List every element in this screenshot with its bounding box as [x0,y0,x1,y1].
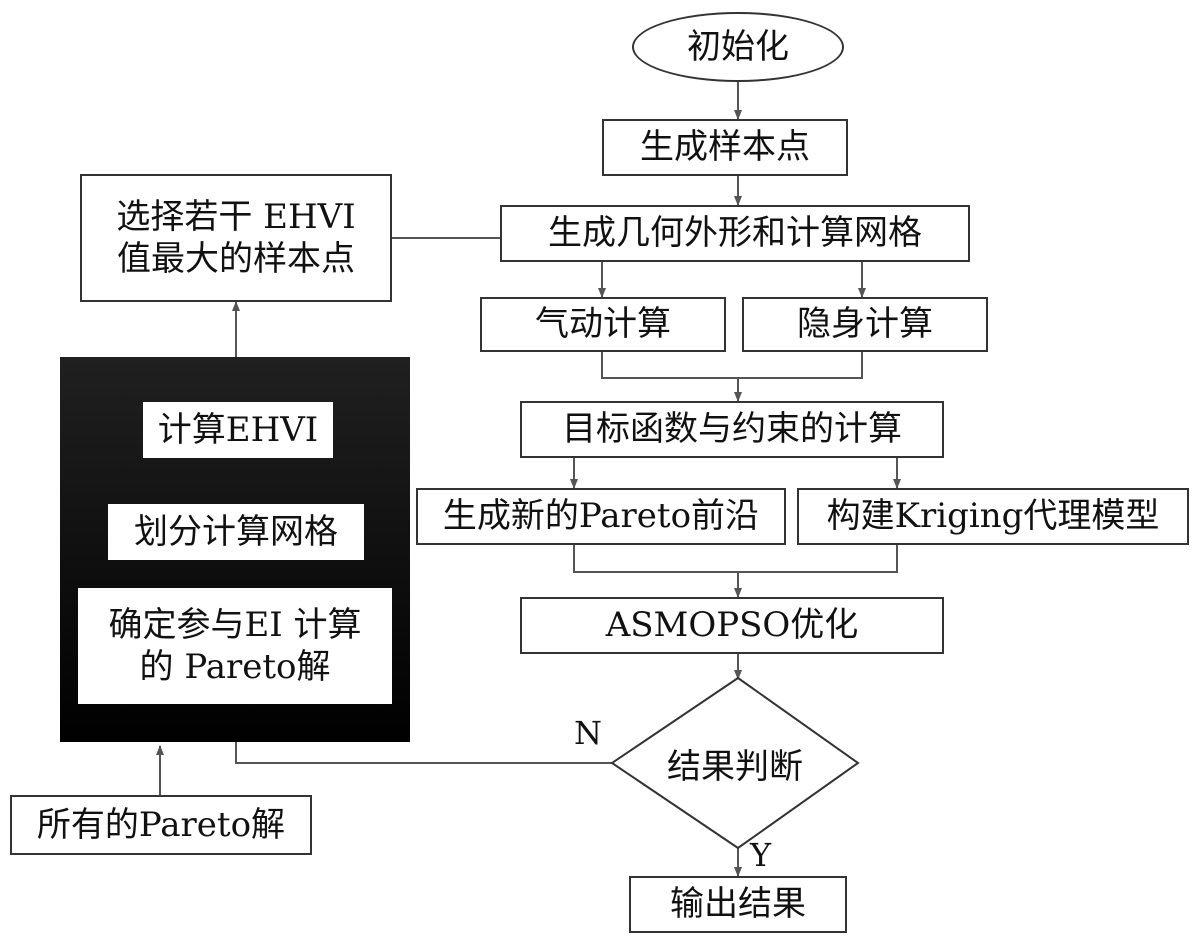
merge-aero-stealth [601,352,863,379]
generate-geometry-mesh-box: 生成几何外形和计算网格 [500,205,970,262]
aero-calc-box: 气动计算 [480,297,726,352]
result-judge-diamond: 结果判断 [667,746,803,787]
diamond-shape [610,676,860,850]
merge-pareto-kriging [573,545,898,573]
compute-ehvi-box: 计算EHVI [143,402,333,458]
all-pareto-box: 所有的Pareto解 [10,795,312,855]
determine-pareto-line2: 的 Pareto解 [139,647,331,687]
label-yes: Y [750,836,772,874]
new-pareto-front-box: 生成新的Pareto前沿 [416,488,786,545]
select-samples-line2: 值最大的样本点 [117,239,355,279]
select-samples-box: 选择若干 EHVI 值最大的样本点 [80,174,392,302]
divide-grid-box: 划分计算网格 [108,504,364,560]
stealth-calc-box: 隐身计算 [742,297,988,352]
determine-pareto-box: 确定参与EI 计算 的 Pareto解 [78,588,392,704]
asmopso-box: ASMOPSO优化 [520,597,944,654]
label-no: N [574,714,602,752]
determine-pareto-line1: 确定参与EI 计算 [108,604,362,645]
select-samples-line1: 选择若干 EHVI [116,196,356,237]
generate-samples-box: 生成样本点 [602,119,848,176]
objective-constraint-box: 目标函数与约束的计算 [520,401,944,458]
build-kriging-box: 构建Kriging代理模型 [797,488,1189,545]
start-node: 初始化 [632,12,844,82]
output-result-box: 输出结果 [629,876,847,933]
